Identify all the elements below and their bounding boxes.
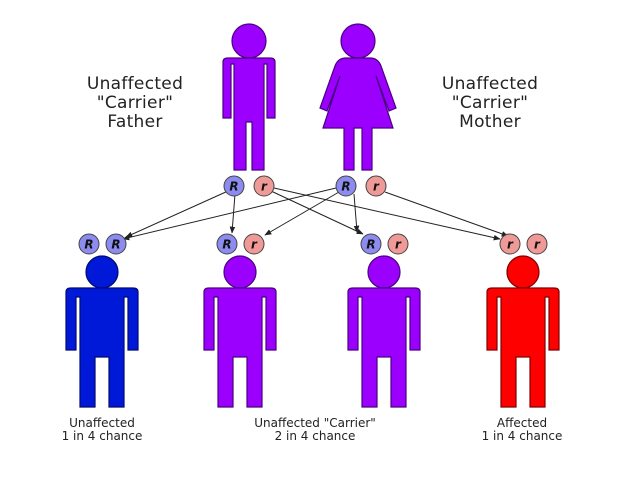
allele-label: R — [111, 238, 120, 252]
allele-label: r — [395, 238, 402, 252]
father-alleles: R r — [223, 175, 275, 197]
father-label-line2: "Carrier" — [96, 93, 174, 114]
carrier-children-label: Unaffected "Carrier" 2 in 4 chance — [225, 417, 405, 442]
child-2-chance: 2 in 4 chance — [274, 428, 356, 443]
child-1-label: Unaffected 1 in 4 chance — [32, 417, 172, 442]
child-1-chance: 1 in 4 chance — [61, 428, 143, 443]
mother-label-line2: "Carrier" — [451, 93, 529, 114]
child-1-alleles: R R — [78, 233, 127, 255]
father-label-line1: Unaffected — [86, 74, 184, 94]
child-2-status: Unaffected "Carrier" — [254, 416, 376, 430]
mother-label-line3: Mother — [459, 112, 521, 133]
allele-label: r — [507, 238, 514, 252]
mother-figure — [319, 23, 397, 171]
father-label-line3: Father — [107, 112, 163, 133]
child-4-alleles: r r — [499, 233, 548, 255]
child-3-alleles: R r — [360, 233, 409, 255]
inheritance-arrows — [122, 187, 509, 241]
child-2-figure — [203, 255, 277, 408]
allele-label: r — [534, 238, 541, 252]
child-4-chance: 1 in 4 chance — [481, 428, 563, 443]
allele-label: r — [251, 238, 258, 252]
mother-alleles: R r — [335, 175, 387, 197]
allele-label: r — [373, 180, 380, 194]
allele-label: R — [341, 180, 350, 194]
child-1-figure — [65, 255, 139, 408]
allele-label: r — [261, 180, 268, 194]
mother-label-line1: Unaffected — [441, 74, 539, 94]
father-label: Unaffected "Carrier" Father — [70, 74, 200, 133]
child-4-label: Affected 1 in 4 chance — [452, 417, 592, 442]
child-4-status: Affected — [496, 416, 548, 430]
mother-label: Unaffected "Carrier" Mother — [425, 74, 555, 133]
allele-label: R — [84, 238, 93, 252]
allele-label: R — [366, 238, 375, 252]
allele-label: R — [229, 180, 238, 194]
allele-label: R — [222, 238, 231, 252]
child-2-alleles: R r — [216, 233, 265, 255]
child-3-figure — [347, 255, 421, 408]
child-1-status: Unaffected — [69, 416, 135, 430]
child-4-figure — [486, 255, 560, 408]
father-figure — [222, 23, 276, 171]
